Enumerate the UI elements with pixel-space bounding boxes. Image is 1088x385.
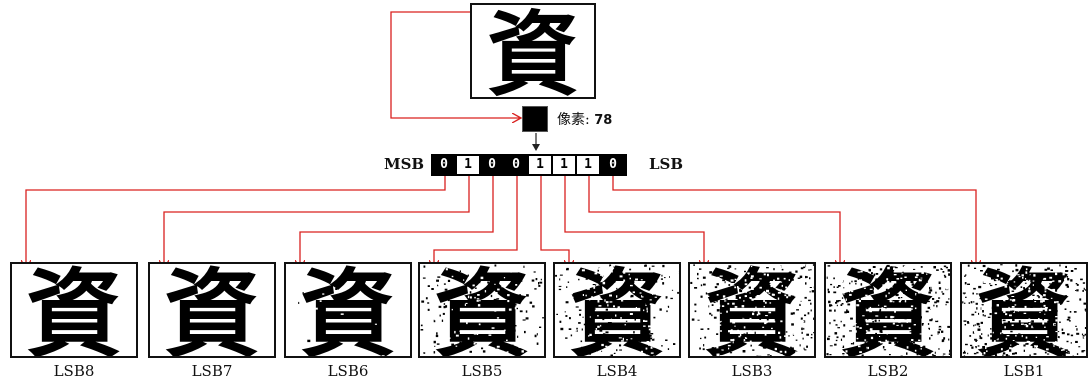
bit-plane-label-lsb8: LSB8 — [10, 362, 138, 380]
bit-plane-image-lsb1: 資 — [960, 262, 1088, 358]
bit-plane-label-lsb4: LSB4 — [553, 362, 681, 380]
bit-plane-label-lsb2: LSB2 — [824, 362, 952, 380]
bit-to-plane-connector-lsb1 — [613, 176, 976, 268]
bit-cell-8: 0 — [433, 156, 457, 174]
bit-plane-character: 資 — [26, 264, 122, 356]
bit-to-plane-connector-lsb8 — [26, 176, 445, 268]
bit-plane-glyph: 資 — [420, 264, 544, 356]
bit-plane-label-lsb1: LSB1 — [960, 362, 1088, 380]
bit-cell-5: 0 — [505, 156, 529, 174]
msb-label: MSB — [384, 155, 424, 173]
bit-plane-label-lsb3: LSB3 — [688, 362, 816, 380]
bit-plane-image-lsb3: 資 — [688, 262, 816, 358]
bit-plane-image-lsb7: 資 — [148, 262, 276, 358]
pixel-value: 78 — [594, 113, 612, 128]
bit-plane-label-lsb5: LSB5 — [418, 362, 546, 380]
bit-plane-glyph: 資 — [962, 264, 1086, 356]
bit-plane-character: 資 — [164, 264, 260, 356]
bit-plane-character: 資 — [300, 264, 396, 356]
bit-cell-2: 1 — [577, 156, 601, 174]
plane-connector-group — [26, 176, 976, 268]
lsb-label: LSB — [649, 155, 683, 173]
selected-pixel — [522, 106, 548, 132]
bit-cell-7: 1 — [457, 156, 481, 174]
bit-plane-glyph: 資 — [286, 264, 410, 356]
source-character-text: 資 — [487, 5, 579, 97]
pixel-value-label: 像素: 78 — [557, 109, 612, 129]
bit-plane-glyph: 資 — [12, 264, 136, 356]
pixel-caption: 像素: — [557, 112, 590, 128]
bit-to-plane-connector-lsb5 — [434, 176, 517, 268]
bit-plane-glyph: 資 — [690, 264, 814, 356]
bit-plane-image-lsb4: 資 — [553, 262, 681, 358]
bit-cell-1: 0 — [601, 156, 625, 174]
bit-plane-image-lsb2: 資 — [824, 262, 952, 358]
source-character-glyph: 資 — [472, 5, 594, 97]
bit-plane-glyph: 資 — [555, 264, 679, 356]
bit-plane-glyph: 資 — [826, 264, 950, 356]
bit-plane-label-lsb7: LSB7 — [148, 362, 276, 380]
bit-plane-image-lsb8: 資 — [10, 262, 138, 358]
bit-plane-image-lsb5: 資 — [418, 262, 546, 358]
bit-plane-label-lsb6: LSB6 — [284, 362, 412, 380]
bit-plane-image-lsb6: 資 — [284, 262, 412, 358]
bit-cell-4: 1 — [529, 156, 553, 174]
bit-cell-3: 1 — [553, 156, 577, 174]
bit-cell-6: 0 — [481, 156, 505, 174]
source-character-image: 資 — [470, 3, 596, 99]
bit-plane-glyph: 資 — [150, 264, 274, 356]
